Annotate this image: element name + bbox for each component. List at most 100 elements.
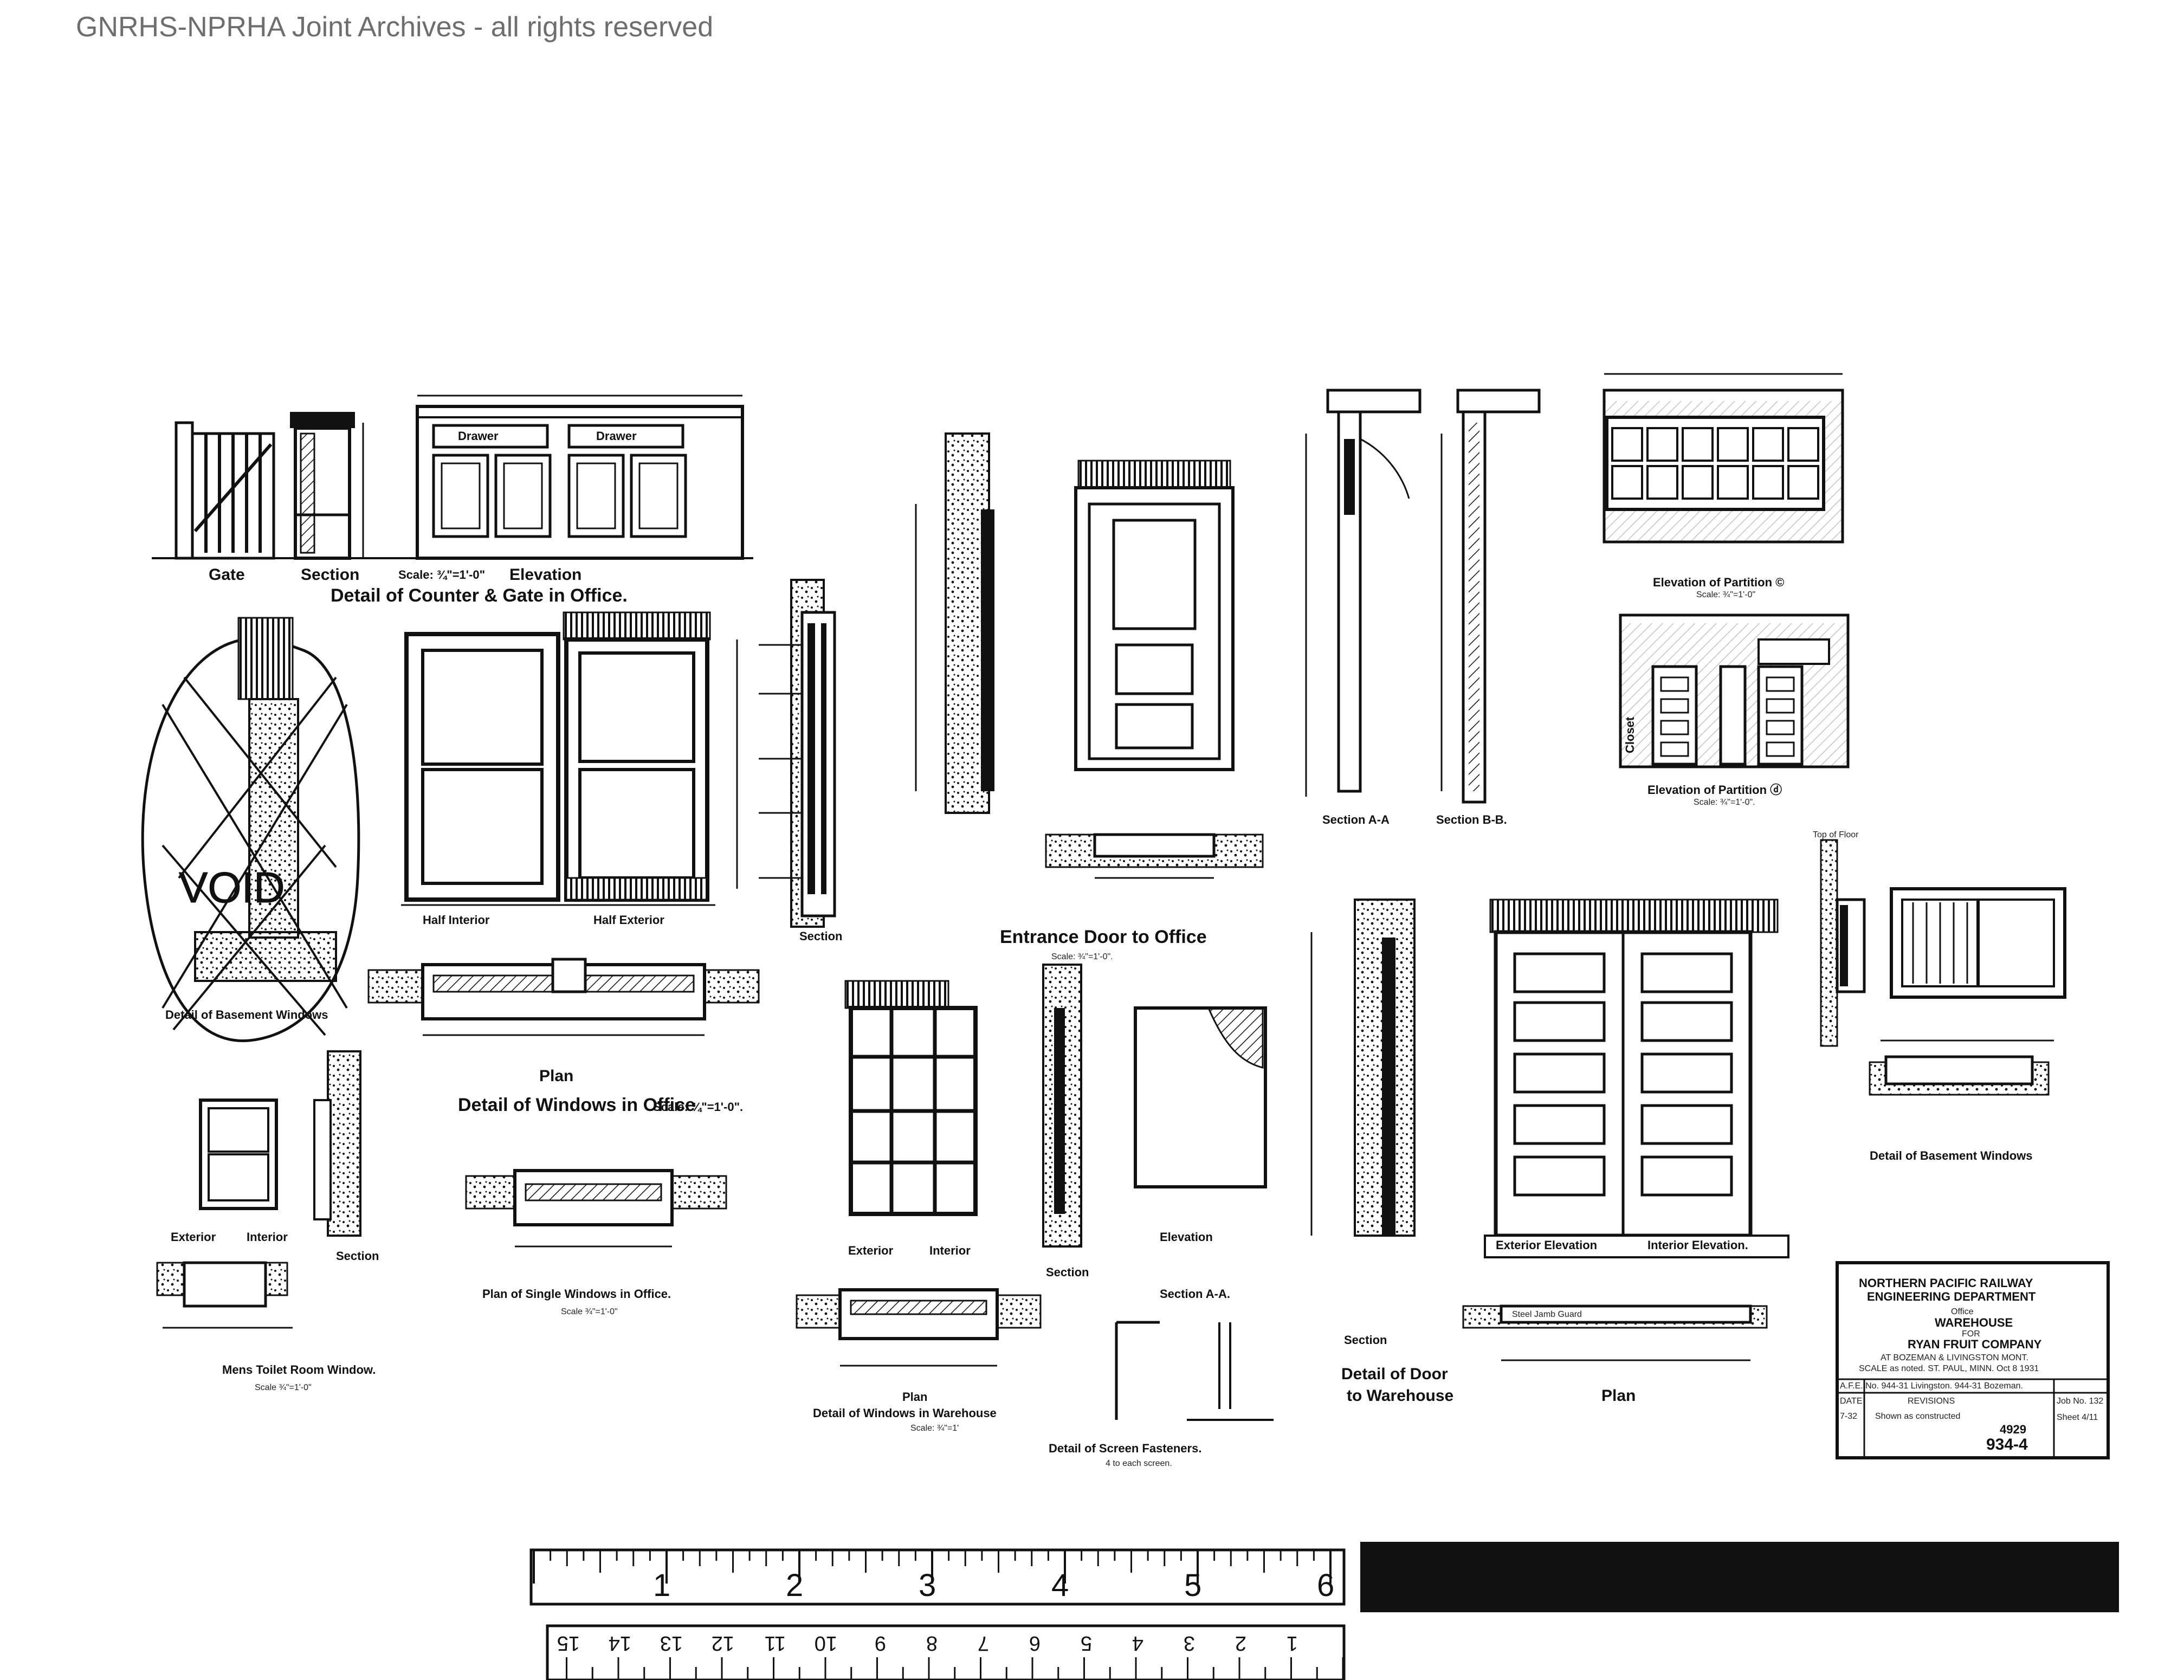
office-section-label: Section [799,929,842,943]
inch-label: 3 [919,1568,936,1603]
basement-windows-left-label: Detail of Basement Windows [165,1008,328,1022]
windows-warehouse-scale: Scale: ¾"=1' [910,1424,959,1433]
screen-section-aa: Elevation Section A-A. [1134,1006,1267,1301]
single-windows-label: Plan of Single Windows in Office. [482,1287,671,1301]
cm-label: 7 [978,1632,989,1655]
cm-ticks [566,1657,1344,1679]
door-plan-label: Plan [1601,1387,1636,1405]
partition-d-scale: Scale: ¾"=1'-0". [1694,798,1755,807]
door-section-label: Section [1344,1333,1387,1347]
cm-label: 14 [609,1632,631,1655]
entrance-door-detail: Entrance Door to Office Scale: ¾"=1'-0". [915,432,1264,961]
inch-label: 2 [786,1568,803,1603]
screen-fasteners-label: Detail of Screen Fasteners. [1049,1442,1201,1455]
warehouse-door-detail: Exterior Elevation Interior Elevation. S… [1310,899,1789,1405]
closet-label: Closet [1623,716,1637,753]
warehouse-plan-label: Plan [902,1390,927,1404]
title-block: NORTHERN PACIFIC RAILWAY ENGINEERING DEP… [1836,1261,2110,1459]
section-aa2-label: Section A-A. [1160,1287,1230,1301]
cm-label: 12 [712,1632,734,1655]
counter-elevation-label: Elevation [509,566,581,584]
counter-elevation-drawing: Drawer Drawer [416,395,744,560]
door-warehouse-title-1: Detail of Door [1341,1365,1448,1383]
toilet-section-label: Section [336,1249,379,1263]
windows-warehouse-title: Detail of Windows in Warehouse [813,1406,997,1420]
drawer-label-1: Drawer [458,429,499,443]
archive-watermark: GNRHS-NPRHA Joint Archives - all rights … [76,11,714,43]
cm-label: 1 [1287,1632,1298,1655]
toilet-interior-label: Interior [247,1230,288,1244]
counter-gate-detail: Drawer Drawer Gate Section Scale: ¾"=1'-… [152,395,753,606]
gate-drawing [175,421,275,560]
void-basement-window-detail: VOID Detail of Basement Windows [141,617,360,1043]
title-job-no: Job No. 132 [2057,1397,2103,1406]
partition-d-elevation: Closet Elevation of Partition ⓓ Scale: ¾… [1619,613,1850,807]
office-window-section: Section [736,579,842,943]
title-afe: A.F.E. No. 944-31 Livingston. 944-31 Boz… [1840,1381,2023,1391]
top-of-floor-label: Top of Floor [1813,830,1859,839]
elevation-label-screen: Elevation [1160,1230,1213,1244]
title-rev-text: Shown as constructed [1875,1412,1960,1421]
void-stamp: VOID [179,863,285,912]
mens-toilet-window: Exterior Interior Section Mens Toilet Ro… [156,1050,379,1392]
counter-section-label: Section [301,566,359,584]
windows-office-title: Detail of Windows in Office [458,1095,695,1115]
cm-label: 4 [1132,1632,1143,1655]
windows-office-scale: Scale: ¾"=1'-0". [653,1100,743,1114]
cm-label: 5 [1081,1632,1092,1655]
partition-c-label: Elevation of Partition © [1653,576,1784,589]
title-date-col: DATE [1840,1397,1862,1406]
counter-section-drawing [290,412,364,560]
cm-label: 6 [1029,1632,1041,1655]
title-sheet: Sheet 4/11 [2057,1413,2098,1422]
warehouse-interior-label: Interior [929,1244,971,1257]
mens-toilet-scale: Scale ¾"=1'-0" [255,1383,312,1392]
basement-windows-right: Top of Floor Detail of Basement Windows [1813,830,2066,1162]
cm-label: 13 [660,1632,683,1655]
toilet-exterior-label: Exterior [171,1230,216,1244]
interior-elevation-label: Interior Elevation. [1647,1238,1748,1252]
inch-label: 4 [1051,1568,1069,1603]
title-client: RYAN FRUIT COMPANY [1908,1337,2042,1351]
partition-c-scale: Scale: ¾"=1'-0" [1696,590,1755,599]
inch-label: 6 [1317,1568,1334,1603]
section-aa-label: Section A-A [1322,813,1390,826]
basement-windows-right-label: Detail of Basement Windows [1870,1149,2033,1162]
warehouse-window-detail: Exterior Interior Section Plan Detail of… [796,964,1089,1433]
partition-sections: Section A-A Section B-B. [1305,389,1541,826]
screen-fasteners: Detail of Screen Fasteners. 4 to each sc… [1049,1321,1274,1468]
cm-label: 9 [875,1632,886,1655]
title-railway: NORTHERN PACIFIC RAILWAY [1859,1276,2033,1290]
partition-c-elevation: Elevation of Partition © Scale: ¾"=1'-0" [1603,373,1844,599]
warehouse-exterior-label: Exterior [848,1244,894,1257]
door-warehouse-title-2: to Warehouse [1347,1387,1453,1405]
title-drawing-no2: 934-4 [1986,1436,2028,1453]
title-department: ENGINEERING DEPARTMENT [1867,1290,2036,1303]
inch-label: 1 [653,1568,670,1603]
mens-toilet-label: Mens Toilet Room Window. [222,1363,376,1377]
office-window-elevation: Half Interior Half Exterior [401,611,715,927]
half-exterior-label: Half Exterior [593,913,664,927]
title-warehouse: WAREHOUSE [1935,1316,2013,1329]
cm-label: 10 [815,1632,837,1655]
cm-label: 2 [1235,1632,1246,1655]
title-scale-line: SCALE as noted. ST. PAUL, MINN. Oct 8 19… [1859,1364,2039,1373]
single-windows-scale: Scale ¾"=1'-0" [561,1307,618,1316]
cm-label: 11 [765,1632,786,1655]
office-windows-plan: Plan Detail of Windows in Office Scale: … [367,958,760,1115]
title-location: AT BOZEMAN & LIVINGSTON MONT. [1881,1353,2028,1362]
title-drawing-no: 4929 [2000,1423,2026,1436]
title-rev-date: 7-32 [1840,1412,1857,1421]
office-plan-label: Plan [539,1067,573,1085]
title-revisions: REVISIONS [1908,1397,1955,1406]
steel-jamb-guard-label: Steel Jamb Guard [1512,1310,1582,1319]
entrance-door-scale: Scale: ¾"=1'-0". [1051,952,1113,961]
half-interior-label: Half Interior [423,913,490,927]
inch-labels: 1 2 3 4 5 6 [653,1568,1334,1603]
cm-label: 15 [557,1632,580,1655]
warehouse-section-label: Section [1046,1265,1089,1279]
title-for: FOR [1962,1329,1980,1339]
drawer-label-2: Drawer [596,429,637,443]
cm-labels: 1 2 3 4 5 6 7 8 9 10 11 12 13 14 15 [557,1632,1298,1655]
